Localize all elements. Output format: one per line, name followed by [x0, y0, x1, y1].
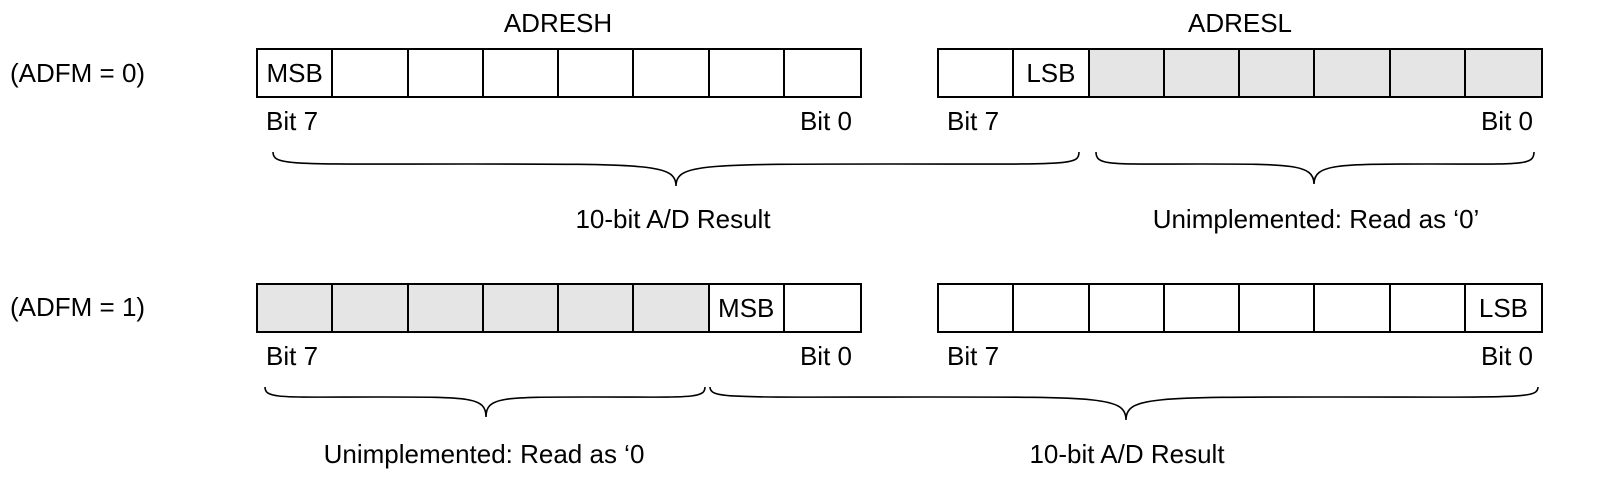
register-bit [939, 50, 1015, 96]
brace-label-unimplemented-adfm-1: Unimplemented: Read as ‘0 [323, 439, 645, 469]
bit-label-high-msb: Bit 7 [266, 106, 319, 136]
register-bit [1315, 50, 1391, 96]
register-bit [1391, 285, 1466, 331]
bit-label-high-lsb: Bit 0 [799, 341, 852, 371]
register-bit [559, 285, 635, 331]
register-bit [333, 285, 409, 331]
register-bit [483, 285, 560, 331]
register-bit [333, 50, 409, 96]
brace-label-result-adfm-0: 10-bit A/D Result [575, 204, 771, 234]
register-bit [710, 50, 785, 96]
curly-brace-unimplemented-adfm-0 [1095, 151, 1535, 185]
register-bit [484, 50, 560, 96]
register-bit [1315, 285, 1391, 331]
register-bit [408, 285, 484, 331]
mode-label-adfm-0: (ADFM = 0) [10, 58, 146, 88]
register-bit [1240, 285, 1316, 331]
register-bit [634, 50, 710, 96]
msb-bit-cell: MSB [710, 285, 785, 331]
register-bit [1164, 50, 1241, 96]
register-bit [559, 50, 635, 96]
lsb-bit-cell: LSB [1478, 292, 1529, 323]
bit-label-low-msb: Bit 7 [947, 106, 1000, 136]
brace-label-unimplemented-adfm-0: Unimplemented: Read as ‘0’ [1152, 204, 1480, 234]
adresl-register-label: ADRESL [1187, 8, 1293, 38]
bit-label-low-lsb: Bit 0 [1480, 106, 1533, 136]
register-bit [1390, 50, 1466, 96]
mode-label-adfm-1: (ADFM = 1) [10, 292, 146, 322]
curly-brace-result-adfm-0 [272, 151, 1080, 187]
msb-bit-cell: MSB [258, 50, 334, 96]
brace-label-result-adfm-1: 10-bit A/D Result [1029, 439, 1225, 469]
bit-label-high-msb: Bit 7 [266, 341, 319, 371]
bit-label-low-msb: Bit 7 [947, 341, 1000, 371]
register-bit [939, 285, 1015, 331]
bit-label-high-lsb: Bit 0 [799, 106, 852, 136]
register-bit [634, 285, 710, 331]
curly-brace-unimplemented-adfm-1 [264, 386, 706, 418]
bit-label-low-lsb: Bit 0 [1480, 341, 1533, 371]
register-bit [409, 50, 484, 96]
curly-brace-result-adfm-1 [709, 386, 1539, 421]
adresh-register-label: ADRESH [503, 8, 613, 38]
adresh-register-adfm-1: MSB [256, 283, 862, 333]
register-bit [1014, 285, 1090, 331]
lsb-bit-cell: LSB [1014, 50, 1090, 96]
register-bit [1465, 50, 1542, 96]
adresl-register-adfm-1: LSB [937, 283, 1543, 333]
register-bit [258, 285, 334, 331]
register-bit [1090, 285, 1165, 331]
register-bit [1089, 50, 1165, 96]
adresh-register-adfm-0: MSB [256, 48, 862, 98]
register-bit [1240, 50, 1316, 96]
adresl-register-adfm-0: LSB [937, 48, 1543, 98]
register-bit [1165, 285, 1241, 331]
